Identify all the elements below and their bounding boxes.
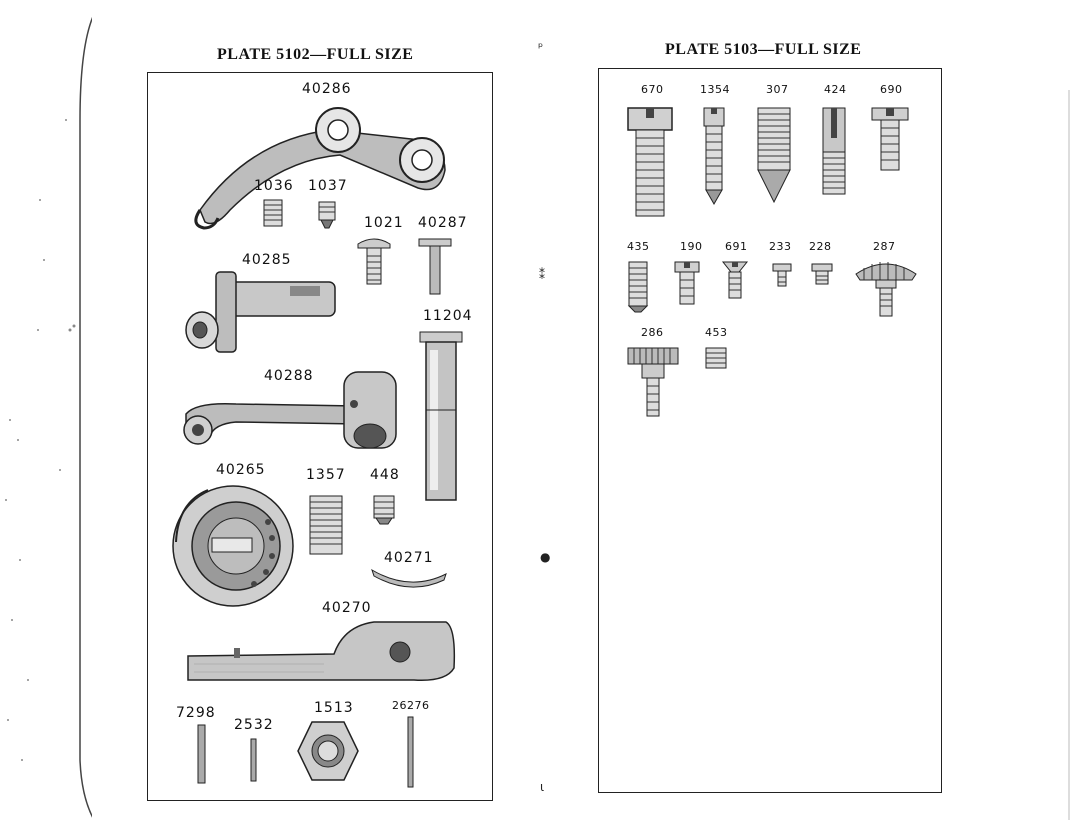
part-label-40270: 40270 <box>322 600 372 616</box>
part-670-illustration <box>626 106 674 218</box>
part-690-illustration <box>870 106 910 172</box>
part-1021-illustration <box>356 234 392 286</box>
part-40285-illustration <box>180 268 340 360</box>
plate-5103-title: PLATE 5103—FULL SIZE <box>665 41 862 58</box>
part-label-40286: 40286 <box>302 81 352 97</box>
part-287-illustration <box>852 256 920 318</box>
part-label-1357: 1357 <box>306 467 346 483</box>
part-1357-illustration <box>308 494 344 556</box>
part-26276-illustration <box>406 716 416 790</box>
part-label-448: 448 <box>370 467 400 483</box>
part-label-307: 307 <box>766 83 789 96</box>
part-label-40287: 40287 <box>418 215 468 231</box>
part-label-670: 670 <box>641 83 664 96</box>
part-691-illustration <box>721 260 749 300</box>
part-label-691: 691 <box>725 240 748 253</box>
part-1513-illustration <box>296 720 360 782</box>
part-label-1036: 1036 <box>254 178 294 194</box>
part-7298-illustration <box>196 724 208 786</box>
part-448-illustration <box>372 494 396 526</box>
gutter-mark-dot: ● <box>540 550 551 564</box>
part-label-40265: 40265 <box>216 462 266 478</box>
part-label-1037: 1037 <box>308 178 348 194</box>
part-1037-illustration <box>316 200 338 230</box>
part-307-illustration <box>756 106 792 204</box>
part-40265-illustration <box>168 482 298 610</box>
part-label-11204: 11204 <box>423 308 473 324</box>
part-2532-illustration <box>248 738 260 784</box>
scan-left-edge <box>0 0 105 835</box>
part-label-690: 690 <box>880 83 903 96</box>
part-435-illustration <box>627 260 649 314</box>
part-286-illustration <box>626 346 680 418</box>
part-453-illustration <box>704 346 728 370</box>
part-label-40288: 40288 <box>264 368 314 384</box>
part-1354-illustration <box>702 106 726 206</box>
plate-5102-title: PLATE 5102—FULL SIZE <box>217 46 414 63</box>
part-label-1354: 1354 <box>700 83 730 96</box>
part-label-7298: 7298 <box>176 705 216 721</box>
part-label-26276: 26276 <box>392 699 430 712</box>
part-label-1513: 1513 <box>314 700 354 716</box>
part-233-illustration <box>771 262 793 288</box>
part-label-2532: 2532 <box>234 717 274 733</box>
part-label-435: 435 <box>627 240 650 253</box>
part-40288-illustration <box>176 364 406 456</box>
part-label-1021: 1021 <box>364 215 404 231</box>
part-228-illustration <box>810 262 834 286</box>
part-1036-illustration <box>262 198 284 228</box>
part-label-40285: 40285 <box>242 252 292 268</box>
part-label-453: 453 <box>705 326 728 339</box>
part-label-233: 233 <box>769 240 792 253</box>
part-label-287: 287 <box>873 240 896 253</box>
part-40270-illustration <box>184 618 459 688</box>
part-label-424: 424 <box>824 83 847 96</box>
part-label-190: 190 <box>680 240 703 253</box>
part-label-228: 228 <box>809 240 832 253</box>
part-label-286: 286 <box>641 326 664 339</box>
gutter-mark-mid: ⁑ <box>539 268 545 282</box>
scan-right-edge <box>1065 0 1080 834</box>
part-424-illustration <box>820 106 848 196</box>
part-40286-illustration <box>190 100 455 235</box>
gutter-mark-top: ᵖ <box>538 40 544 54</box>
part-11204-illustration <box>418 330 466 502</box>
part-label-40271: 40271 <box>384 550 434 566</box>
part-40287-illustration <box>418 238 452 296</box>
part-40271-illustration <box>370 566 450 592</box>
part-190-illustration <box>673 260 701 306</box>
gutter-mark-bottom: ɩ <box>540 780 545 794</box>
